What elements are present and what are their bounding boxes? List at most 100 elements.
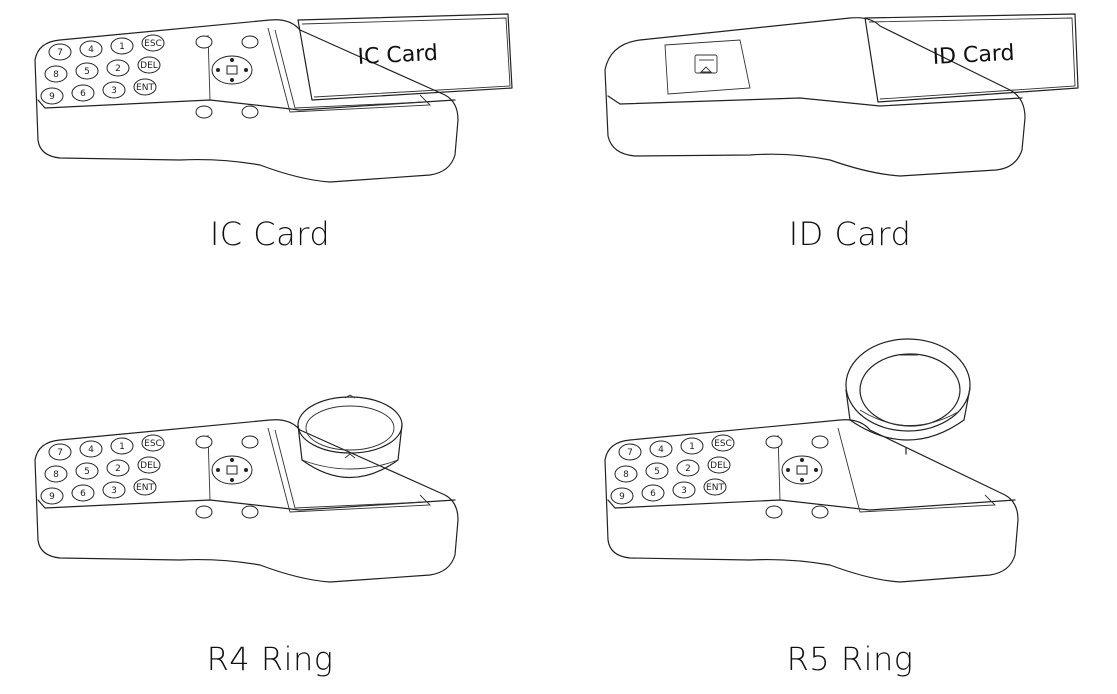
keypad-key bbox=[645, 462, 669, 480]
ic-card-icon: IC Card bbox=[297, 13, 513, 101]
keypad-key-label: ESC bbox=[144, 39, 162, 49]
keypad-key-label: 2 bbox=[115, 464, 121, 474]
keypad-key-label: 8 bbox=[53, 70, 59, 80]
keypad-key-label: 3 bbox=[111, 86, 117, 96]
function-key bbox=[765, 435, 783, 449]
keypad-key-label: 7 bbox=[57, 48, 63, 58]
keypad-key-label: 5 bbox=[654, 467, 660, 477]
arrow-icon bbox=[244, 468, 248, 472]
keypad-key bbox=[133, 78, 157, 96]
warning-icon bbox=[699, 59, 714, 73]
function-key bbox=[195, 505, 213, 519]
keypad-key-label: ENT bbox=[706, 483, 724, 493]
keypad-key bbox=[106, 459, 130, 477]
arrow-icon bbox=[230, 78, 234, 82]
keypad-key-label: DEL bbox=[140, 461, 158, 471]
keypad-key bbox=[711, 434, 735, 452]
keypad-key bbox=[141, 434, 165, 452]
keypad-key-label: 9 bbox=[619, 492, 625, 502]
arrow-icon bbox=[244, 68, 248, 72]
reader-device-icon bbox=[34, 19, 459, 183]
reader-with-id-card-illustration: ID Card bbox=[604, 13, 1079, 177]
keypad-key bbox=[71, 84, 95, 102]
caption-id-card: ID Card bbox=[788, 215, 912, 253]
keypad-key-label: 1 bbox=[689, 442, 695, 452]
keypad-key-label: 3 bbox=[111, 486, 117, 496]
navigation-center-key bbox=[226, 465, 238, 475]
keypad-key bbox=[610, 487, 634, 505]
function-key bbox=[195, 435, 213, 449]
keypad-key bbox=[676, 459, 700, 477]
arrow-icon bbox=[230, 458, 234, 462]
keypad-key-label: 6 bbox=[80, 489, 86, 499]
keypad-key-label: 8 bbox=[623, 470, 629, 480]
card-label: ID Card bbox=[932, 41, 1015, 70]
keypad-key bbox=[79, 40, 103, 58]
keypad-key-label: ESC bbox=[144, 439, 162, 449]
keypad-key-label: 5 bbox=[84, 467, 90, 477]
reader-device-icon bbox=[604, 17, 1026, 177]
arrow-icon bbox=[216, 468, 220, 472]
arrow-icon bbox=[800, 478, 804, 482]
panel-r5-ring: 7 4 1 ESC 8 5 2 DEL 9 6 3 ENT R5 Ring bbox=[560, 300, 1117, 694]
keypad-key-label: 3 bbox=[681, 486, 687, 496]
reader-device-icon bbox=[34, 419, 459, 583]
keypad-key bbox=[110, 437, 134, 455]
arrow-icon bbox=[814, 468, 818, 472]
keypad-key-label: ESC bbox=[714, 439, 732, 449]
ring-icon bbox=[297, 394, 403, 478]
keypad-key-label: 2 bbox=[115, 64, 121, 74]
keypad-key-label: ENT bbox=[136, 83, 154, 93]
keypad-key bbox=[71, 484, 95, 502]
arrow-icon bbox=[230, 58, 234, 62]
keypad-key-label: 7 bbox=[627, 448, 633, 458]
function-key bbox=[195, 35, 213, 49]
function-key bbox=[811, 505, 829, 519]
keypad-key-label: 4 bbox=[658, 445, 664, 455]
keypad-key bbox=[614, 465, 638, 483]
keypad-key-label: 2 bbox=[685, 464, 691, 474]
keypad-key bbox=[137, 456, 161, 474]
function-key bbox=[241, 505, 259, 519]
arrow-icon bbox=[230, 478, 234, 482]
keypad-key-label: 7 bbox=[57, 448, 63, 458]
arrow-icon bbox=[786, 468, 790, 472]
keypad: 7 4 1 ESC 8 5 2 DEL 9 6 3 ENT bbox=[610, 434, 829, 519]
keypad-key bbox=[75, 62, 99, 80]
keypad-key-label: 9 bbox=[49, 92, 55, 102]
keypad-key bbox=[703, 478, 727, 496]
ring-icon bbox=[845, 338, 971, 455]
keypad-key bbox=[641, 484, 665, 502]
keypad-key bbox=[707, 456, 731, 474]
keypad-key-label: DEL bbox=[710, 461, 728, 471]
keypad-key-label: 6 bbox=[80, 89, 86, 99]
keypad-key bbox=[137, 56, 161, 74]
reader-with-r5-ring-illustration: 7 4 1 ESC 8 5 2 DEL 9 6 3 ENT bbox=[604, 338, 1019, 583]
keypad-key bbox=[141, 34, 165, 52]
keypad-key bbox=[79, 440, 103, 458]
keypad-key bbox=[40, 487, 64, 505]
caption-r5-ring: R5 Ring bbox=[786, 640, 914, 678]
function-key bbox=[811, 435, 829, 449]
function-key bbox=[241, 35, 259, 49]
keypad-key bbox=[48, 443, 72, 461]
keypad-key bbox=[44, 465, 68, 483]
keypad-key bbox=[75, 462, 99, 480]
panel-id-card: ID Card ID Card bbox=[560, 0, 1117, 300]
keypad-key-label: 8 bbox=[53, 470, 59, 480]
keypad-key bbox=[44, 65, 68, 83]
keypad-key-label: DEL bbox=[140, 61, 158, 71]
navigation-center-key bbox=[796, 465, 808, 475]
keypad-key-label: 1 bbox=[119, 442, 125, 452]
function-key bbox=[241, 105, 259, 119]
keypad-key bbox=[618, 443, 642, 461]
arrow-icon bbox=[800, 458, 804, 462]
keypad-key-label: 1 bbox=[119, 42, 125, 52]
keypad-key-label: 6 bbox=[650, 489, 656, 499]
keypad-key bbox=[133, 478, 157, 496]
caption-r4-ring: R4 Ring bbox=[206, 640, 334, 678]
